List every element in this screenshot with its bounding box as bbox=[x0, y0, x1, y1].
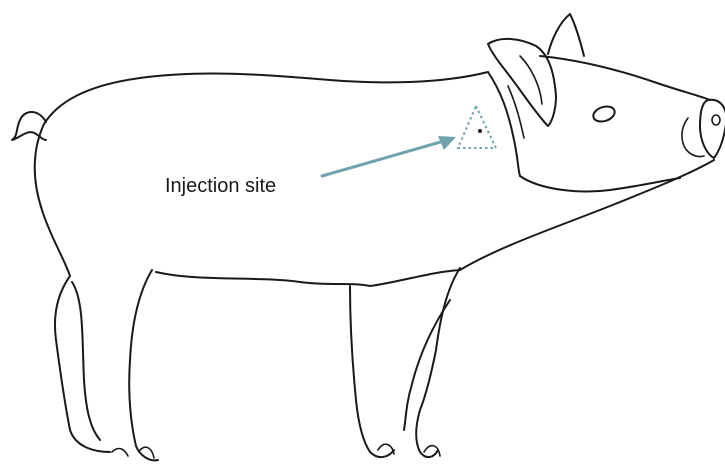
pig-far-ear bbox=[548, 14, 584, 56]
pig-icon bbox=[12, 14, 725, 460]
pig-far-front-leg bbox=[404, 300, 450, 430]
pig-front-hoof bbox=[378, 444, 440, 456]
injection-arrow bbox=[322, 136, 456, 176]
pig-neck bbox=[488, 72, 520, 176]
pig-tail bbox=[12, 112, 46, 140]
pig-jowl bbox=[520, 176, 680, 191]
pig-hind-leg-front bbox=[129, 270, 158, 460]
pig-rump bbox=[35, 124, 110, 452]
arrow-shaft bbox=[322, 141, 444, 176]
injection-site-marker bbox=[458, 106, 496, 148]
pig-eye bbox=[591, 104, 616, 124]
injection-triangle-icon bbox=[458, 106, 496, 148]
pig-snout bbox=[700, 100, 725, 158]
pig-near-ear bbox=[488, 39, 556, 126]
pig-hind-leg-inner bbox=[72, 282, 100, 440]
pig-back bbox=[44, 72, 488, 124]
pig-nostril bbox=[712, 115, 720, 125]
pig-hind-hoof bbox=[112, 447, 154, 458]
pig-ear-inner bbox=[520, 56, 542, 104]
pig-belly bbox=[156, 270, 460, 286]
pig-forehead bbox=[540, 56, 710, 100]
pig-chest bbox=[460, 160, 714, 270]
pig-front-leg-back bbox=[350, 286, 394, 457]
injection-point-icon bbox=[478, 129, 482, 133]
pig-front-leg-front bbox=[416, 268, 460, 457]
injection-site-label: Injection site bbox=[165, 175, 276, 197]
